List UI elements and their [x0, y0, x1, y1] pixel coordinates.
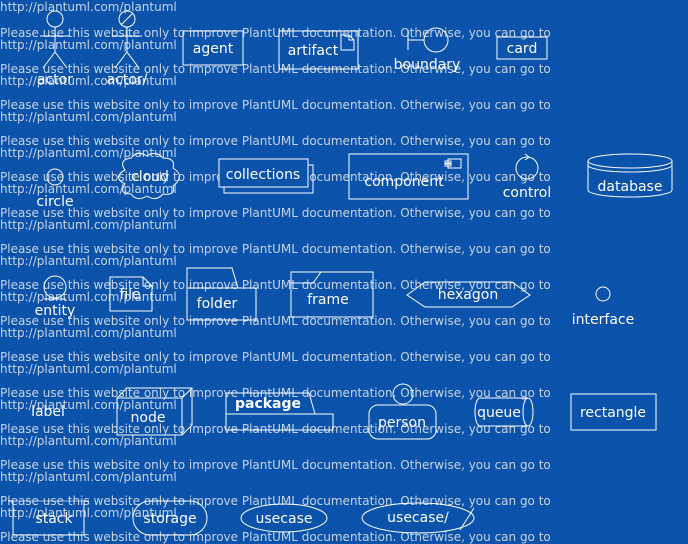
frame-label: frame	[307, 292, 349, 308]
label-label: label	[31, 404, 65, 420]
cloud-element: cloud	[118, 152, 180, 200]
collections-element: collections	[218, 158, 314, 194]
artifact-document-icon	[340, 34, 355, 51]
control-circle-icon	[515, 156, 539, 180]
node-shape	[116, 387, 193, 436]
agent-element: agent	[182, 30, 244, 66]
frame-element: frame	[290, 271, 374, 318]
database-label: database	[598, 179, 663, 195]
person-body	[368, 404, 437, 440]
actor-body-icon	[40, 27, 70, 69]
interface-element: interface	[572, 286, 634, 328]
node-label: node	[131, 410, 166, 426]
business-actor-slash-icon	[120, 12, 134, 26]
cloud-label: cloud	[131, 169, 169, 185]
frame-box	[290, 271, 374, 318]
rectangle-element: rectangle	[570, 393, 657, 431]
folder-label: folder	[197, 296, 238, 312]
package-element: package	[225, 392, 334, 431]
hexagon-element: hexagon	[406, 281, 531, 308]
actor-label: actor	[37, 72, 73, 88]
cloud-shape	[118, 152, 180, 200]
component-icon	[444, 158, 462, 169]
entity-label: entity	[35, 303, 76, 319]
component-element: component	[348, 153, 469, 200]
business-actor-element: actor/	[107, 10, 148, 88]
interface-label: interface	[572, 312, 634, 328]
database-top	[587, 153, 673, 169]
actor-element: actor	[37, 10, 73, 88]
queue-label: queue	[477, 405, 521, 421]
storage-label: storage	[143, 511, 196, 527]
queue-element: queue	[474, 397, 534, 427]
person-label: person	[378, 415, 426, 431]
package-shape	[225, 392, 334, 431]
interface-circle-icon	[595, 286, 611, 302]
actor-head-icon	[46, 10, 64, 28]
circle-label: circle	[36, 194, 73, 210]
control-arrow-icon	[524, 153, 530, 161]
business-actor-label: actor/	[107, 72, 148, 88]
component-label: component	[364, 174, 444, 190]
artifact-label: artifact	[288, 43, 339, 59]
package-label: package	[235, 396, 301, 412]
control-element: control	[503, 153, 552, 201]
usecase-label: usecase	[256, 511, 313, 527]
control-label: control	[503, 185, 552, 201]
stack-element: stack	[8, 500, 89, 536]
database-rim	[587, 164, 673, 173]
card-element: card	[496, 36, 548, 60]
component-box	[348, 153, 469, 200]
database-body	[587, 161, 673, 198]
boundary-label: boundary	[394, 57, 461, 73]
business-usecase-ellipse	[361, 502, 475, 534]
artifact-element: artifact	[278, 30, 359, 70]
queue-end	[522, 397, 529, 427]
rectangle-label: rectangle	[580, 405, 646, 421]
database-element: database	[587, 153, 673, 198]
agent-box	[182, 30, 244, 66]
boundary-element: boundary	[394, 27, 461, 73]
entity-element: entity	[35, 275, 76, 319]
circle-shape	[46, 168, 64, 186]
hexagon-shape	[406, 281, 531, 308]
business-usecase-slash-icon	[459, 507, 475, 531]
frame-tab	[291, 271, 322, 284]
agent-label: agent	[193, 41, 234, 57]
stack-label: stack	[35, 511, 73, 527]
stack-inner-box	[12, 500, 85, 536]
collections-label: collections	[226, 167, 300, 183]
folder-shape	[186, 267, 257, 321]
person-head-icon	[392, 383, 414, 405]
business-actor-body-icon	[112, 27, 142, 69]
usecase-element: usecase	[240, 503, 328, 533]
rectangle-box	[570, 393, 657, 431]
card-label: card	[507, 41, 538, 57]
card-box	[496, 36, 548, 60]
boundary-circle-icon	[423, 27, 449, 53]
file-element: file	[109, 276, 153, 312]
collections-front-box	[218, 158, 309, 188]
storage-element: storage	[132, 500, 208, 536]
folder-element: folder	[186, 267, 257, 321]
label-element: label	[31, 404, 65, 420]
business-usecase-element: usecase/	[361, 502, 475, 534]
node-element: node	[116, 387, 193, 436]
business-usecase-label: usecase/	[387, 510, 449, 526]
file-shape	[109, 276, 153, 312]
file-label: file	[119, 287, 140, 303]
usecase-ellipse	[240, 503, 328, 533]
hexagon-label: hexagon	[438, 287, 498, 303]
entity-circle-icon	[43, 275, 67, 299]
person-element: person	[368, 383, 437, 440]
storage-box	[132, 500, 208, 536]
boundary-bar-icon	[407, 30, 424, 50]
artifact-box	[278, 30, 359, 70]
circle-element: circle	[36, 168, 74, 210]
